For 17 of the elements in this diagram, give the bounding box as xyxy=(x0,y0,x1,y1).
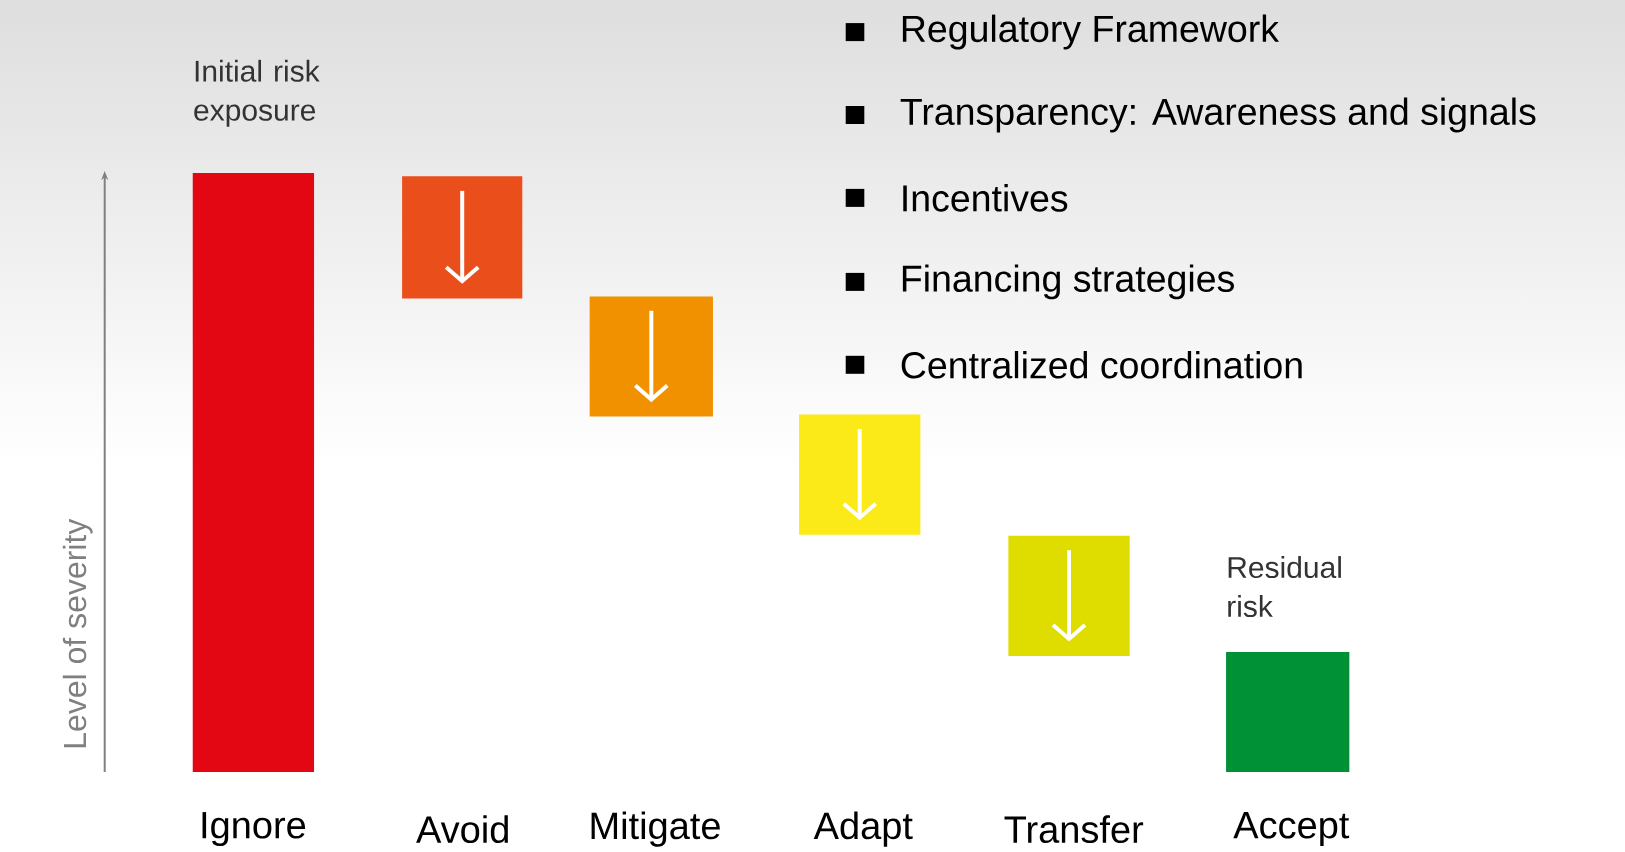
bar xyxy=(402,176,523,299)
bar xyxy=(192,173,315,773)
category-label: Transfer xyxy=(1004,815,1144,844)
bullet-text: Incentives xyxy=(903,184,1068,212)
bar xyxy=(799,414,921,535)
annotation: Residual risk xyxy=(1228,556,1341,618)
bar xyxy=(589,296,713,417)
category-label: Avoid xyxy=(416,815,508,844)
bullet-text: Transparency: Awareness and signals xyxy=(900,97,1536,133)
category-label: Mitigate xyxy=(591,811,720,847)
annotation: Initial risk exposure xyxy=(194,59,320,127)
bar xyxy=(1008,535,1130,656)
bullet-text: Regulatory Framework xyxy=(902,14,1280,50)
category-label: Adapt xyxy=(813,811,913,847)
bullet-text: Financing strategies xyxy=(902,264,1234,300)
category-label: Ignore xyxy=(202,812,306,847)
bar xyxy=(1226,651,1350,773)
